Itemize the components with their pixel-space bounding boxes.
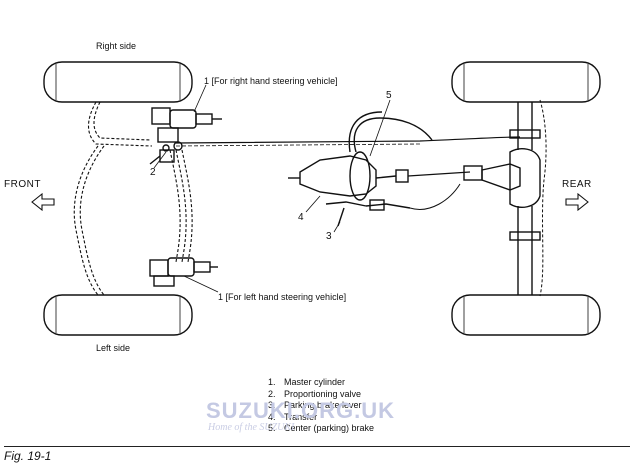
rear-arrow-icon [565,192,589,212]
caption-divider [4,446,630,447]
rear-propeller-shaft [407,171,471,177]
figure-caption: Fig. 19-1 [4,449,52,463]
rear-label: REAR [562,179,592,190]
rear-right-wheel [451,61,601,103]
watermark-text: SUZUKI.ORG.UK [206,398,395,423]
front-left-wheel [43,294,193,336]
parking-brake-cable [409,183,461,210]
legend-item: 4.Transfer [268,411,318,422]
callout-2: 2 [150,167,156,178]
callout-right-steering: 1 [For right hand steering vehicle] [204,76,338,86]
right-side-label: Right side [96,41,137,51]
legend-item: 1.Master cylinder [268,377,346,387]
master-cylinder-lh [149,257,218,287]
rear-axle [509,99,547,297]
rear-left-wheel [451,294,601,336]
main-brake-line [175,136,521,144]
callout-3: 3 [326,231,332,242]
transfer-case [288,155,409,197]
proportioning-valve [149,149,175,165]
center-parking-brake [348,111,433,201]
callout-4: 4 [298,212,304,223]
left-side-label: Left side [96,343,131,353]
front-brake-lines [73,101,193,296]
legend-item: 2.Proportioning valve [268,388,362,399]
watermark-logo: SUZUKI.ORG.UK Home of the SUZUKI [206,398,406,444]
front-label: FRONT [4,179,41,190]
legend-item: 3.Parking brake lever [268,400,362,411]
front-right-wheel [43,61,193,103]
callout-5: 5 [386,90,392,101]
legend-list: 1.Master cylinder 2.Proportioning valve … [268,377,374,435]
front-arrow-icon [31,192,55,212]
callout-left-steering: 1 [For left hand steering vehicle] [218,292,347,302]
watermark-tagline: Home of the SUZUKI [208,422,295,433]
master-cylinder-rh [151,107,222,152]
parking-brake-lever [325,199,411,227]
legend-item: 5.Center (parking) brake [268,423,375,434]
